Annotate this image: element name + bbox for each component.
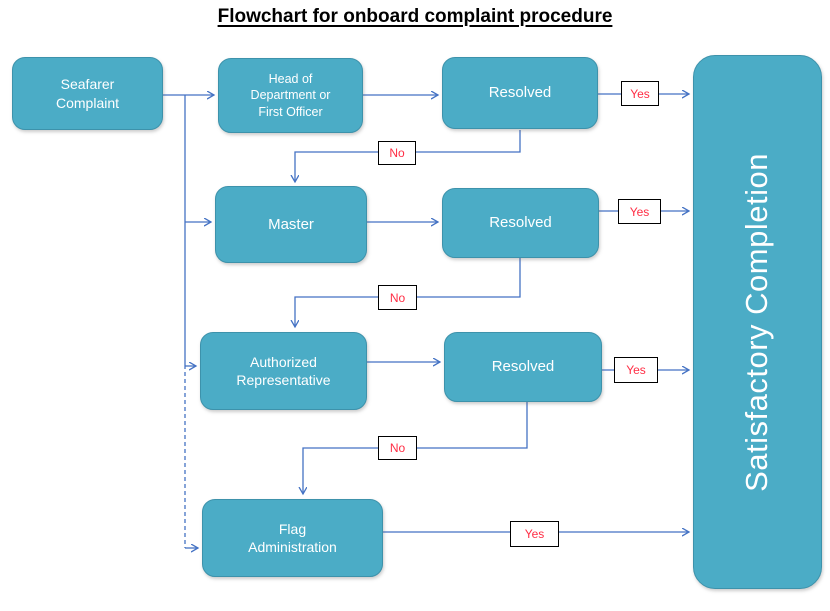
node-label: Head of Department or First Officer: [250, 71, 331, 119]
edge-label-no-1: No: [378, 141, 416, 165]
edge-label-yes-1: Yes: [621, 81, 659, 106]
node-seafarer-complaint: Seafarer Complaint: [12, 57, 163, 130]
node-authorized-representative: Authorized Representative: [200, 332, 367, 410]
edge-label-no-3: No: [378, 436, 417, 460]
node-label: Flag Administration: [248, 520, 337, 555]
page-title-text: Flowchart for onboard complaint procedur…: [217, 6, 613, 27]
edge-label-yes-2: Yes: [618, 199, 661, 224]
node-resolved-3: Resolved: [444, 332, 602, 402]
node-label: Resolved: [491, 358, 555, 376]
node-resolved-1: Resolved: [442, 57, 598, 129]
edge-label-yes-3: Yes: [614, 357, 658, 383]
edge-label-yes-4: Yes: [510, 521, 559, 547]
node-head-of-department: Head of Department or First Officer: [218, 58, 363, 133]
node-label: Resolved: [489, 214, 552, 232]
node-label: Seafarer Complaint: [55, 76, 120, 111]
page-title: Flowchart for onboard complaint procedur…: [0, 6, 830, 28]
node-label: Satisfactory Completion: [739, 152, 775, 492]
node-label: Master: [268, 215, 314, 233]
node-label: Authorized Representative: [236, 353, 331, 388]
node-master: Master: [215, 186, 367, 263]
node-resolved-2: Resolved: [442, 188, 599, 258]
edge-label-no-2: No: [378, 285, 417, 310]
node-satisfactory-completion: Satisfactory Completion: [693, 55, 822, 589]
node-label: Resolved: [488, 84, 552, 102]
node-flag-administration: Flag Administration: [202, 499, 383, 577]
